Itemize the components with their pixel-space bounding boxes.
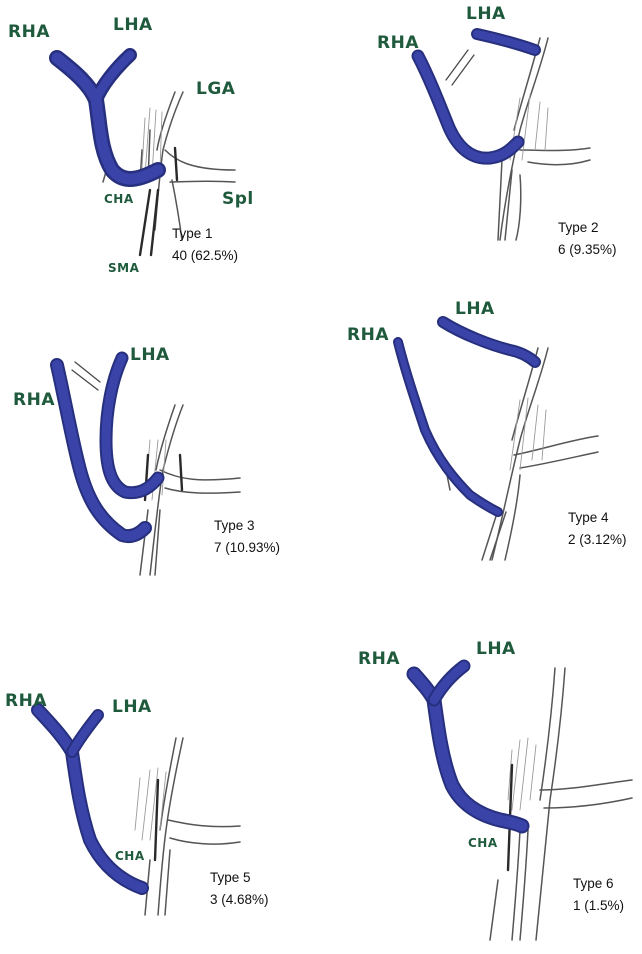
label-lha: LHA [466, 4, 506, 24]
hepatic-artery-blue [57, 358, 158, 536]
background-vessels [135, 738, 240, 915]
type-label: Type 4 [568, 510, 609, 525]
background-vessels [446, 348, 598, 560]
label-rha: RHA [13, 390, 55, 410]
label-lha: LHA [130, 345, 170, 365]
label-cha: CHA [115, 849, 145, 863]
count-label: 40 (62.5%) [172, 248, 238, 263]
count-label: 6 (9.35%) [558, 242, 617, 257]
panel-type-3: RHA LHA Type 3 7 (10.93%) [13, 345, 280, 575]
label-cha: CHA [468, 836, 498, 850]
label-lha: LHA [112, 697, 152, 717]
label-rha: RHA [347, 325, 389, 345]
artery-outline [418, 56, 518, 158]
count-label: 3 (4.68%) [210, 892, 269, 907]
type-label: Type 1 [172, 226, 213, 241]
artery-fill [443, 322, 535, 362]
hepatic-artery-blue [418, 34, 535, 158]
panel-type-1: RHA LHA LGA CHA Spl SMA Type 1 40 (62.5%… [8, 15, 254, 275]
hepatic-artery-blue [414, 666, 522, 826]
vessel-labels: RHA LHA [13, 345, 170, 410]
artery-fill [72, 715, 98, 752]
artery-fill [398, 342, 498, 512]
label-cha: CHA [104, 192, 134, 206]
label-rha: RHA [8, 22, 50, 42]
artery-outline [398, 342, 498, 512]
label-rha: RHA [377, 33, 419, 53]
artery-fill [106, 358, 158, 493]
type-label: Type 6 [573, 876, 614, 891]
panel-type-4: RHA LHA Type 4 2 (3.12%) [347, 299, 627, 560]
panel-type-5: RHA LHA CHA Type 5 3 (4.68%) [5, 691, 269, 915]
label-rha: RHA [358, 649, 400, 669]
label-sma: SMA [108, 261, 140, 275]
panel-type-2: RHA LHA Type 2 6 (9.35%) [377, 4, 617, 257]
vessel-labels: RHA LHA [377, 4, 506, 53]
label-lga: LGA [196, 79, 236, 99]
panel-type-6: RHA LHA CHA Type 6 1 (1.5%) [358, 639, 632, 940]
label-rha: RHA [5, 691, 47, 711]
count-label: 2 (3.12%) [568, 532, 627, 547]
hepatic-artery-blue [398, 322, 535, 512]
label-spl: Spl [222, 189, 254, 209]
label-lha: LHA [476, 639, 516, 659]
type-label: Type 3 [214, 518, 255, 533]
label-lha: LHA [455, 299, 495, 319]
type-label: Type 2 [558, 220, 599, 235]
count-label: 7 (10.93%) [214, 540, 280, 555]
count-label: 1 (1.5%) [573, 898, 624, 913]
type-label: Type 5 [210, 870, 251, 885]
artery-fill [418, 56, 518, 158]
label-lha: LHA [113, 15, 153, 35]
